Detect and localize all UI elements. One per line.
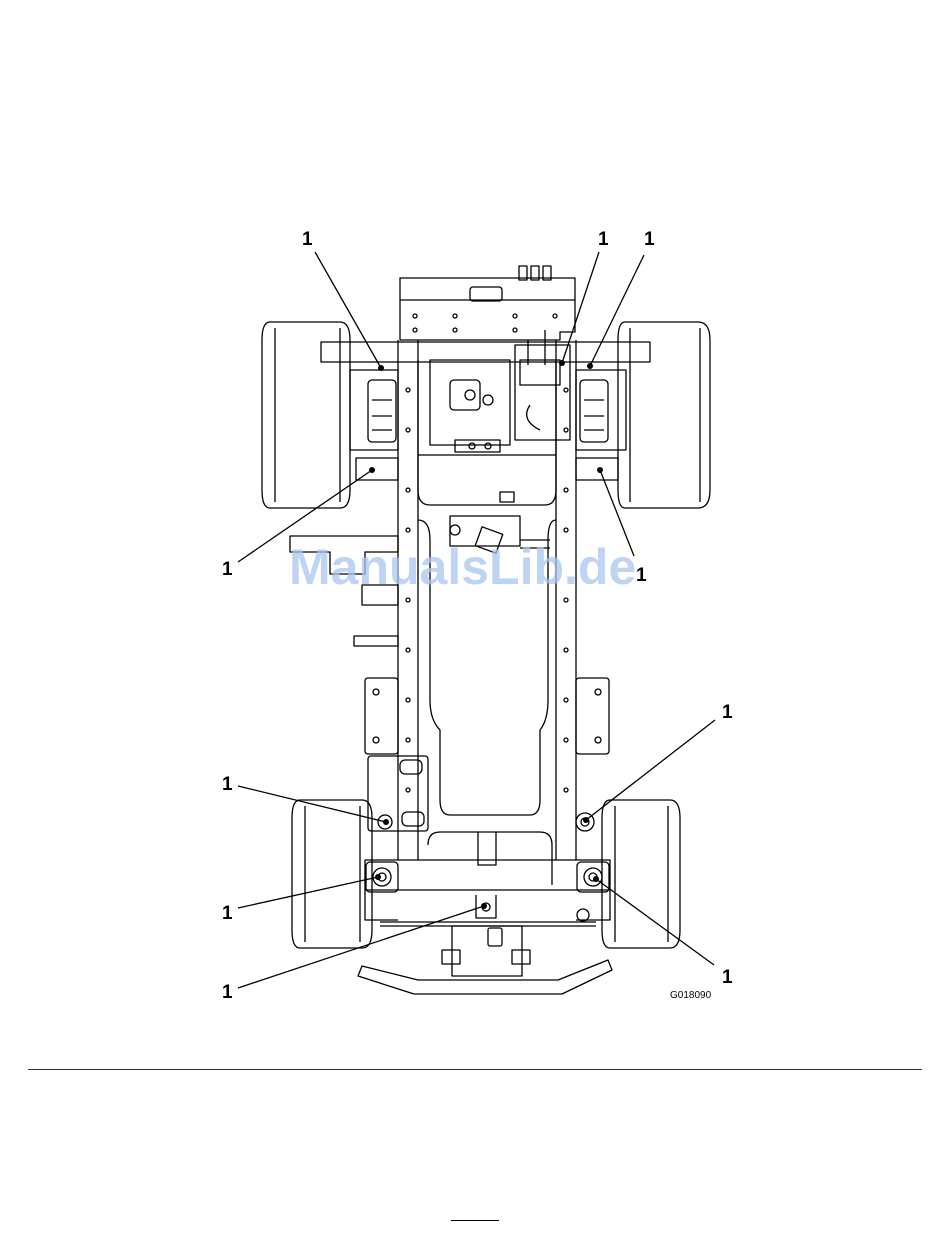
- callout-label: 1: [598, 229, 609, 250]
- front-engine-block: [400, 266, 575, 340]
- page-divider: [28, 1069, 922, 1070]
- rear-right-hub: [576, 813, 610, 921]
- callout-label: 1: [222, 559, 233, 580]
- figure-id: G018090: [670, 990, 712, 1001]
- right-side-plate: [576, 678, 609, 754]
- rear-right-tire: [602, 800, 680, 948]
- callout-dots: [369, 360, 603, 909]
- left-side-plate: [365, 678, 398, 754]
- callout-label: 1: [722, 702, 733, 723]
- callout-label: 1: [222, 982, 233, 1003]
- callout-label: 1: [222, 903, 233, 924]
- callout-label: 1: [644, 229, 655, 250]
- callout-label: 1: [722, 967, 733, 988]
- front-hydraulic-assembly: [430, 330, 570, 452]
- right-frame-rail: [556, 340, 576, 860]
- front-left-hub: [350, 370, 398, 480]
- front-right-tire: [618, 322, 710, 508]
- rear-bumper: [358, 960, 612, 994]
- callout-label: 1: [302, 229, 313, 250]
- rear-cross-member: [365, 832, 610, 926]
- footer-line: [451, 1220, 499, 1221]
- rear-left-tire: [292, 800, 372, 948]
- left-frame-rail: [398, 340, 418, 860]
- callout-label: 1: [636, 565, 647, 586]
- callout-label: 1: [222, 774, 233, 795]
- watermark-text: ManualsLib.de: [289, 538, 636, 596]
- front-left-tire: [262, 322, 350, 508]
